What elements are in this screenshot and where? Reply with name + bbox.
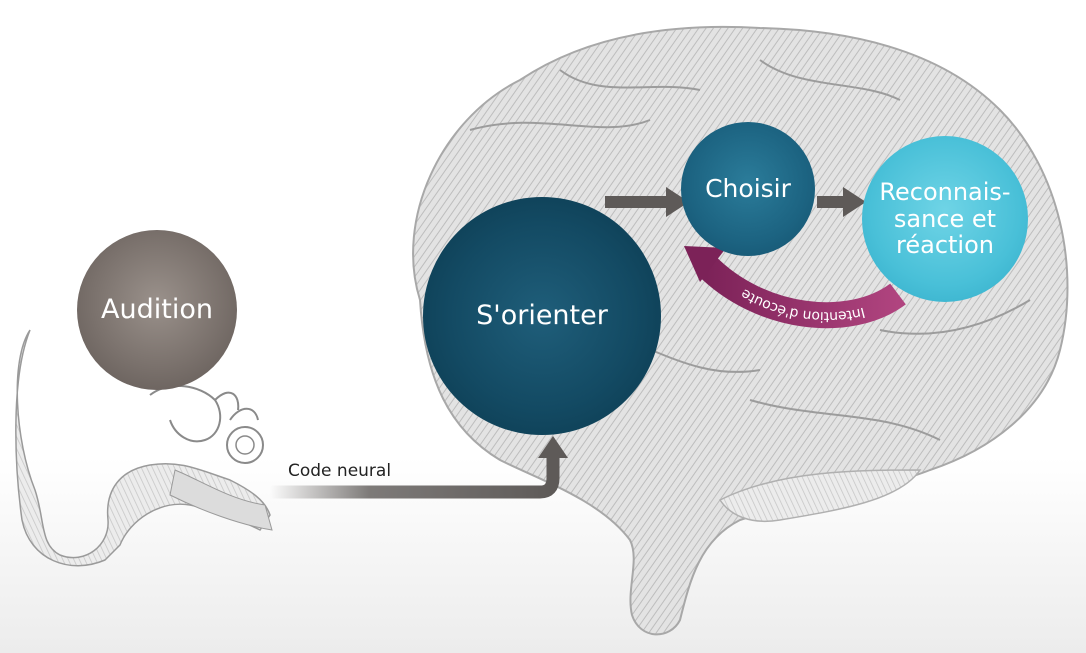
node-audition-label: Audition xyxy=(101,295,213,325)
node-reconnaissance: Reconnais- sance et réaction xyxy=(862,136,1028,302)
cochlea-shape xyxy=(227,427,263,463)
node-reconnaissance-line2: sance et xyxy=(879,206,1010,232)
node-orienter: S'orienter xyxy=(423,197,661,435)
node-reconnaissance-line3: réaction xyxy=(879,232,1010,258)
node-orienter-label: S'orienter xyxy=(476,301,608,331)
node-choisir-label: Choisir xyxy=(705,175,791,203)
code-neural-label: Code neural xyxy=(288,461,391,481)
node-audition: Audition xyxy=(77,230,237,390)
node-choisir: Choisir xyxy=(681,122,815,256)
node-reconnaissance-line1: Reconnais- xyxy=(879,179,1010,205)
